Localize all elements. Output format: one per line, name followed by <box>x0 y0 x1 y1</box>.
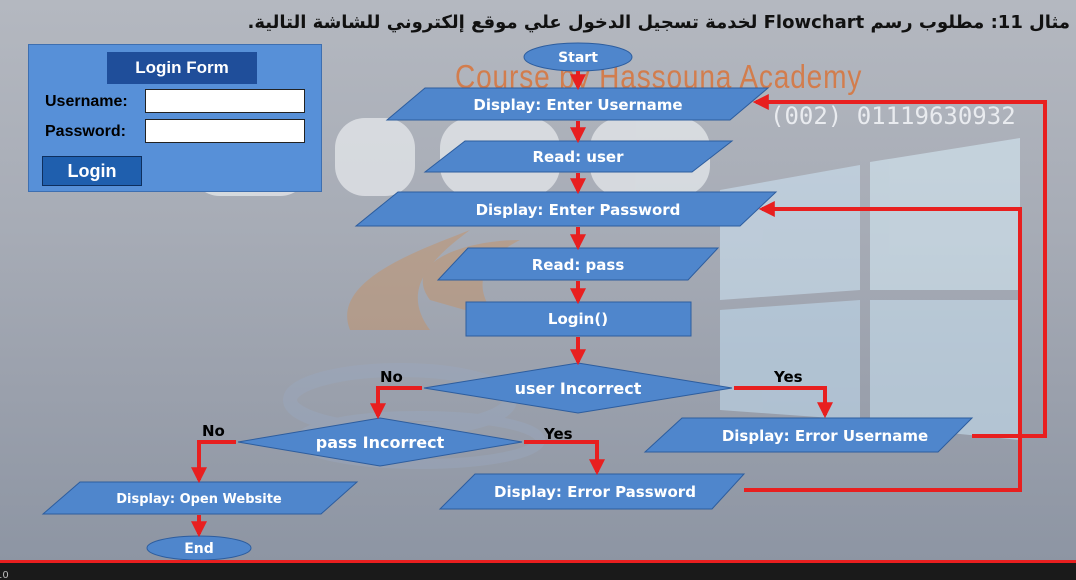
page-number: 10 <box>0 570 9 580</box>
arrow-user-yes <box>734 386 833 419</box>
user-incorrect-label: user Incorrect <box>515 379 642 398</box>
flowchart: Start Display: Enter Username Read: user… <box>41 42 1047 561</box>
read-user-label: Read: user <box>533 148 625 166</box>
bottom-bar <box>0 562 1076 580</box>
pass-incorrect-decision <box>237 417 523 467</box>
error-password-shape <box>438 473 746 510</box>
user-no-label: No <box>380 368 403 386</box>
arrow-error-password-loop <box>744 201 1022 492</box>
arrow-error-username-loop <box>752 94 1047 438</box>
pass-yes-label: Yes <box>543 425 573 443</box>
display-password-shape <box>354 191 778 227</box>
read-user-shape <box>423 140 734 173</box>
error-password-label: Display: Error Password <box>494 483 696 501</box>
open-website-shape <box>41 481 359 515</box>
login-button[interactable]: Login <box>42 156 142 186</box>
username-field[interactable] <box>145 89 305 113</box>
user-incorrect-decision <box>423 362 733 414</box>
end-label: End <box>184 541 214 557</box>
read-pass-shape <box>436 247 720 281</box>
password-field[interactable] <box>145 119 305 143</box>
error-username-shape <box>643 417 974 453</box>
read-pass-label: Read: pass <box>532 256 625 274</box>
login-process-shape <box>465 301 692 337</box>
windows-logo-art <box>720 138 1020 440</box>
arrow-pass-yes <box>524 440 605 476</box>
pass-incorrect-label: pass Incorrect <box>316 433 445 452</box>
slide-title: مثال 11: مطلوب رسم Flowchart لخدمة تسجيل… <box>247 12 1070 33</box>
arrow-user-no <box>370 386 422 420</box>
error-username-label: Display: Error Username <box>722 427 928 445</box>
login-form-title: Login Form <box>107 52 257 84</box>
display-username-shape <box>385 87 770 121</box>
username-label: Username: <box>45 93 128 110</box>
pass-no-label: No <box>202 422 225 440</box>
login-form-panel: Login Form Username: Password: Login <box>28 44 322 192</box>
password-label: Password: <box>45 123 126 140</box>
open-website-label: Display: Open Website <box>116 492 282 507</box>
phone-watermark: (002) 01119630932 <box>770 102 1016 130</box>
arrow-pass-no <box>191 440 236 484</box>
start-label: Start <box>558 50 598 66</box>
display-username-label: Display: Enter Username <box>473 96 682 114</box>
bottom-red-line <box>0 560 1076 563</box>
user-yes-label: Yes <box>773 368 803 386</box>
display-password-label: Display: Enter Password <box>476 201 681 219</box>
login-process-label: Login() <box>548 310 608 328</box>
